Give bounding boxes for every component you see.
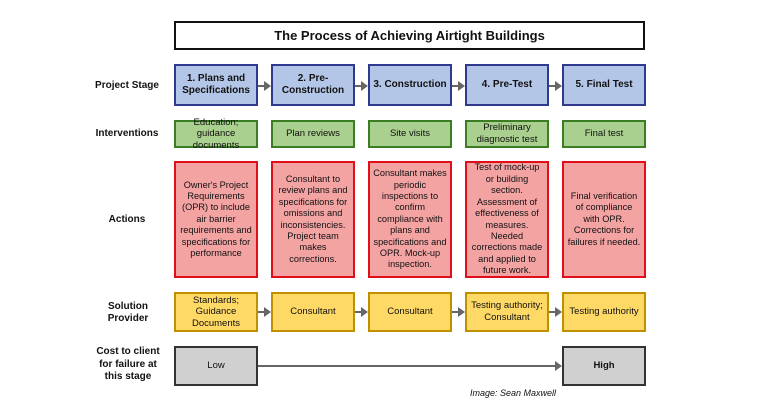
- image-credit: Image: Sean Maxwell: [470, 388, 557, 398]
- row-label-solution-provider: Solution Provider: [107, 300, 149, 325]
- stage-arrow-4: [549, 80, 562, 92]
- solution-arrow-2: [355, 306, 368, 318]
- stage-4: 4. Pre-Test: [465, 64, 549, 106]
- solution-arrow-3: [452, 306, 465, 318]
- stage-2: 2. Pre-Construction: [271, 64, 355, 106]
- stage-5: 5. Final Test: [562, 64, 646, 106]
- action-4: Test of mock-up or building section. Ass…: [465, 161, 549, 278]
- row-label-actions: Actions: [108, 213, 146, 225]
- intervention-5: Final test: [562, 120, 646, 148]
- stage-3: 3. Construction: [368, 64, 452, 106]
- solution-arrow-4: [549, 306, 562, 318]
- cost-low: Low: [174, 346, 258, 386]
- row-label-cost: Cost to client for failure at this stage: [96, 346, 160, 383]
- stage-1: 1. Plans and Specifications: [174, 64, 258, 106]
- row-label-interventions: Interventions: [95, 127, 159, 139]
- intervention-4: Preliminary diagnostic test: [465, 120, 549, 148]
- stage-arrow-3: [452, 80, 465, 92]
- stage-arrow-1: [258, 80, 271, 92]
- stage-arrow-2: [355, 80, 368, 92]
- solution-arrow-1: [258, 306, 271, 318]
- cost-high: High: [562, 346, 646, 386]
- action-3: Consultant makes periodic inspections to…: [368, 161, 452, 278]
- diagram-title: The Process of Achieving Airtight Buildi…: [174, 21, 645, 50]
- intervention-2: Plan reviews: [271, 120, 355, 148]
- action-2: Consultant to review plans and specifica…: [271, 161, 355, 278]
- cost-arrow: [258, 360, 562, 372]
- row-label-project-stage: Project Stage: [95, 79, 159, 91]
- solution-2: Consultant: [271, 292, 355, 332]
- solution-1: Standards; Guidance Documents: [174, 292, 258, 332]
- action-1: Owner's Project Requirements (OPR) to in…: [174, 161, 258, 278]
- solution-3: Consultant: [368, 292, 452, 332]
- intervention-3: Site visits: [368, 120, 452, 148]
- action-5: Final verification of compliance with OP…: [562, 161, 646, 278]
- solution-5: Testing authority: [562, 292, 646, 332]
- intervention-1: Education; guidance documents: [174, 117, 258, 151]
- solution-4: Testing authority; Consultant: [465, 292, 549, 332]
